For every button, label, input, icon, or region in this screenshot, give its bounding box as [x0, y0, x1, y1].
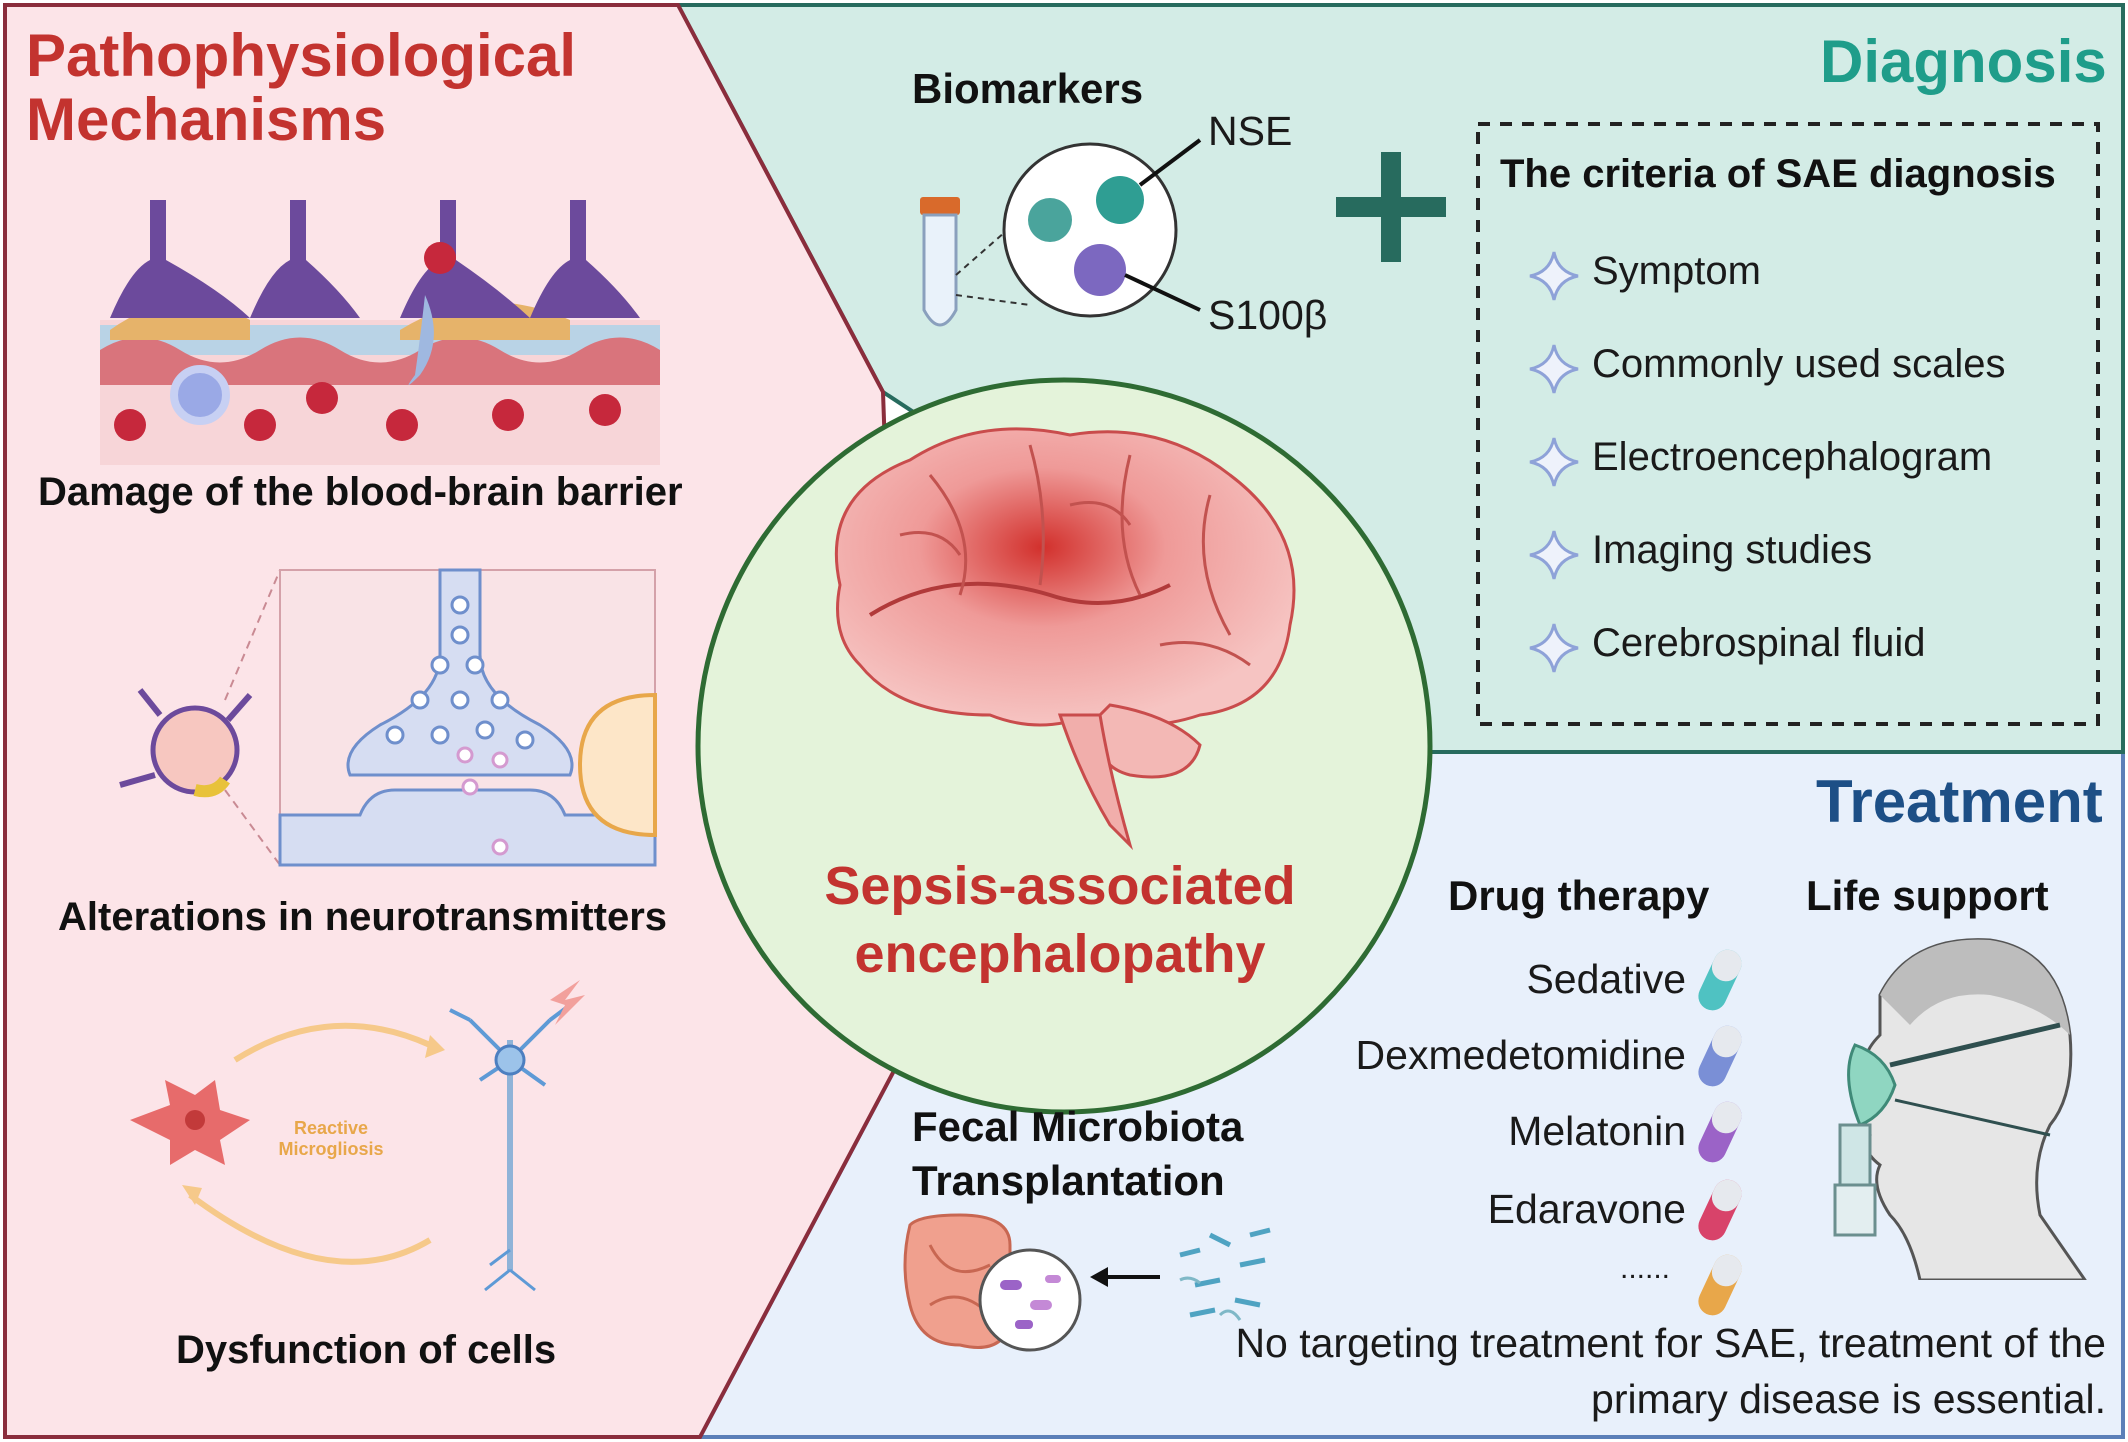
drug-dexmedetomidine: Dexmedetomidine	[1355, 1032, 1686, 1078]
sparkle-icon	[1529, 251, 1579, 301]
criterion-imaging: Imaging studies	[1592, 528, 1873, 572]
blood-brain-barrier-illustration	[100, 200, 660, 465]
sparkle-icon	[1529, 623, 1579, 673]
microgliosis-label: Reactive Microgliosis	[278, 1118, 384, 1159]
criterion-eeg: Electroencephalogram	[1592, 435, 1993, 479]
drug-sedative: Sedative	[1526, 956, 1686, 1002]
capsule-icon	[1698, 1101, 1742, 1163]
criterion-csf: Cerebrospinal fluid	[1592, 621, 1926, 665]
fmt-title: Fecal Microbiota Transplantation	[912, 1103, 1244, 1204]
neurotransmitter-label: Alterations in neurotransmitters	[58, 895, 668, 939]
capsule-icon	[1698, 949, 1742, 1011]
biomarker-s100b: S100β	[1208, 292, 1328, 338]
center-title: Sepsis-associated encephalopathy	[824, 856, 1296, 984]
criteria-box	[1476, 122, 2100, 726]
life-support-title: Life support	[1806, 872, 2049, 919]
capsule-icon	[1698, 1025, 1742, 1087]
treatment-note: No targeting treatment for SAE, treatmen…	[1235, 1320, 2106, 1422]
sparkle-icon	[1529, 437, 1579, 487]
cell-dysfunction-label: Dysfunction of cells	[176, 1328, 557, 1372]
capsule-icon	[1698, 1254, 1742, 1316]
criterion-symptom: Symptom	[1592, 249, 1761, 293]
brain-illustration	[834, 427, 1296, 851]
fmt-illustration	[903, 1213, 1271, 1352]
criteria-title: The criteria of SAE diagnosis	[1500, 152, 2056, 196]
plus-icon	[1336, 152, 1446, 262]
synapse-illustration	[119, 568, 657, 867]
biomarker-illustration	[920, 138, 1202, 327]
drug-therapy-title: Drug therapy	[1448, 872, 1710, 919]
capsule-icon	[1698, 1179, 1742, 1241]
criterion-scales: Commonly used scales	[1592, 342, 2006, 386]
drug-edaravone: Edaravone	[1487, 1186, 1686, 1232]
cell-dysfunction-illustration	[130, 980, 585, 1292]
drug-capsules	[1698, 949, 1742, 1316]
diagnosis-title: Diagnosis	[1820, 28, 2107, 95]
drug-melatonin: Melatonin	[1508, 1108, 1686, 1154]
drug-ellipsis: ......	[1619, 1252, 1670, 1285]
sparkle-icon	[1529, 344, 1579, 394]
mechanisms-title: Pathophysiological Mechanisms	[26, 22, 577, 153]
biomarker-nse: NSE	[1208, 108, 1293, 154]
bbb-label: Damage of the blood-brain barrier	[38, 470, 683, 514]
biomarkers-title: Biomarkers	[912, 65, 1144, 112]
life-support-illustration	[1833, 938, 2087, 1280]
sparkle-icon	[1529, 530, 1579, 580]
treatment-title: Treatment	[1816, 768, 2103, 835]
